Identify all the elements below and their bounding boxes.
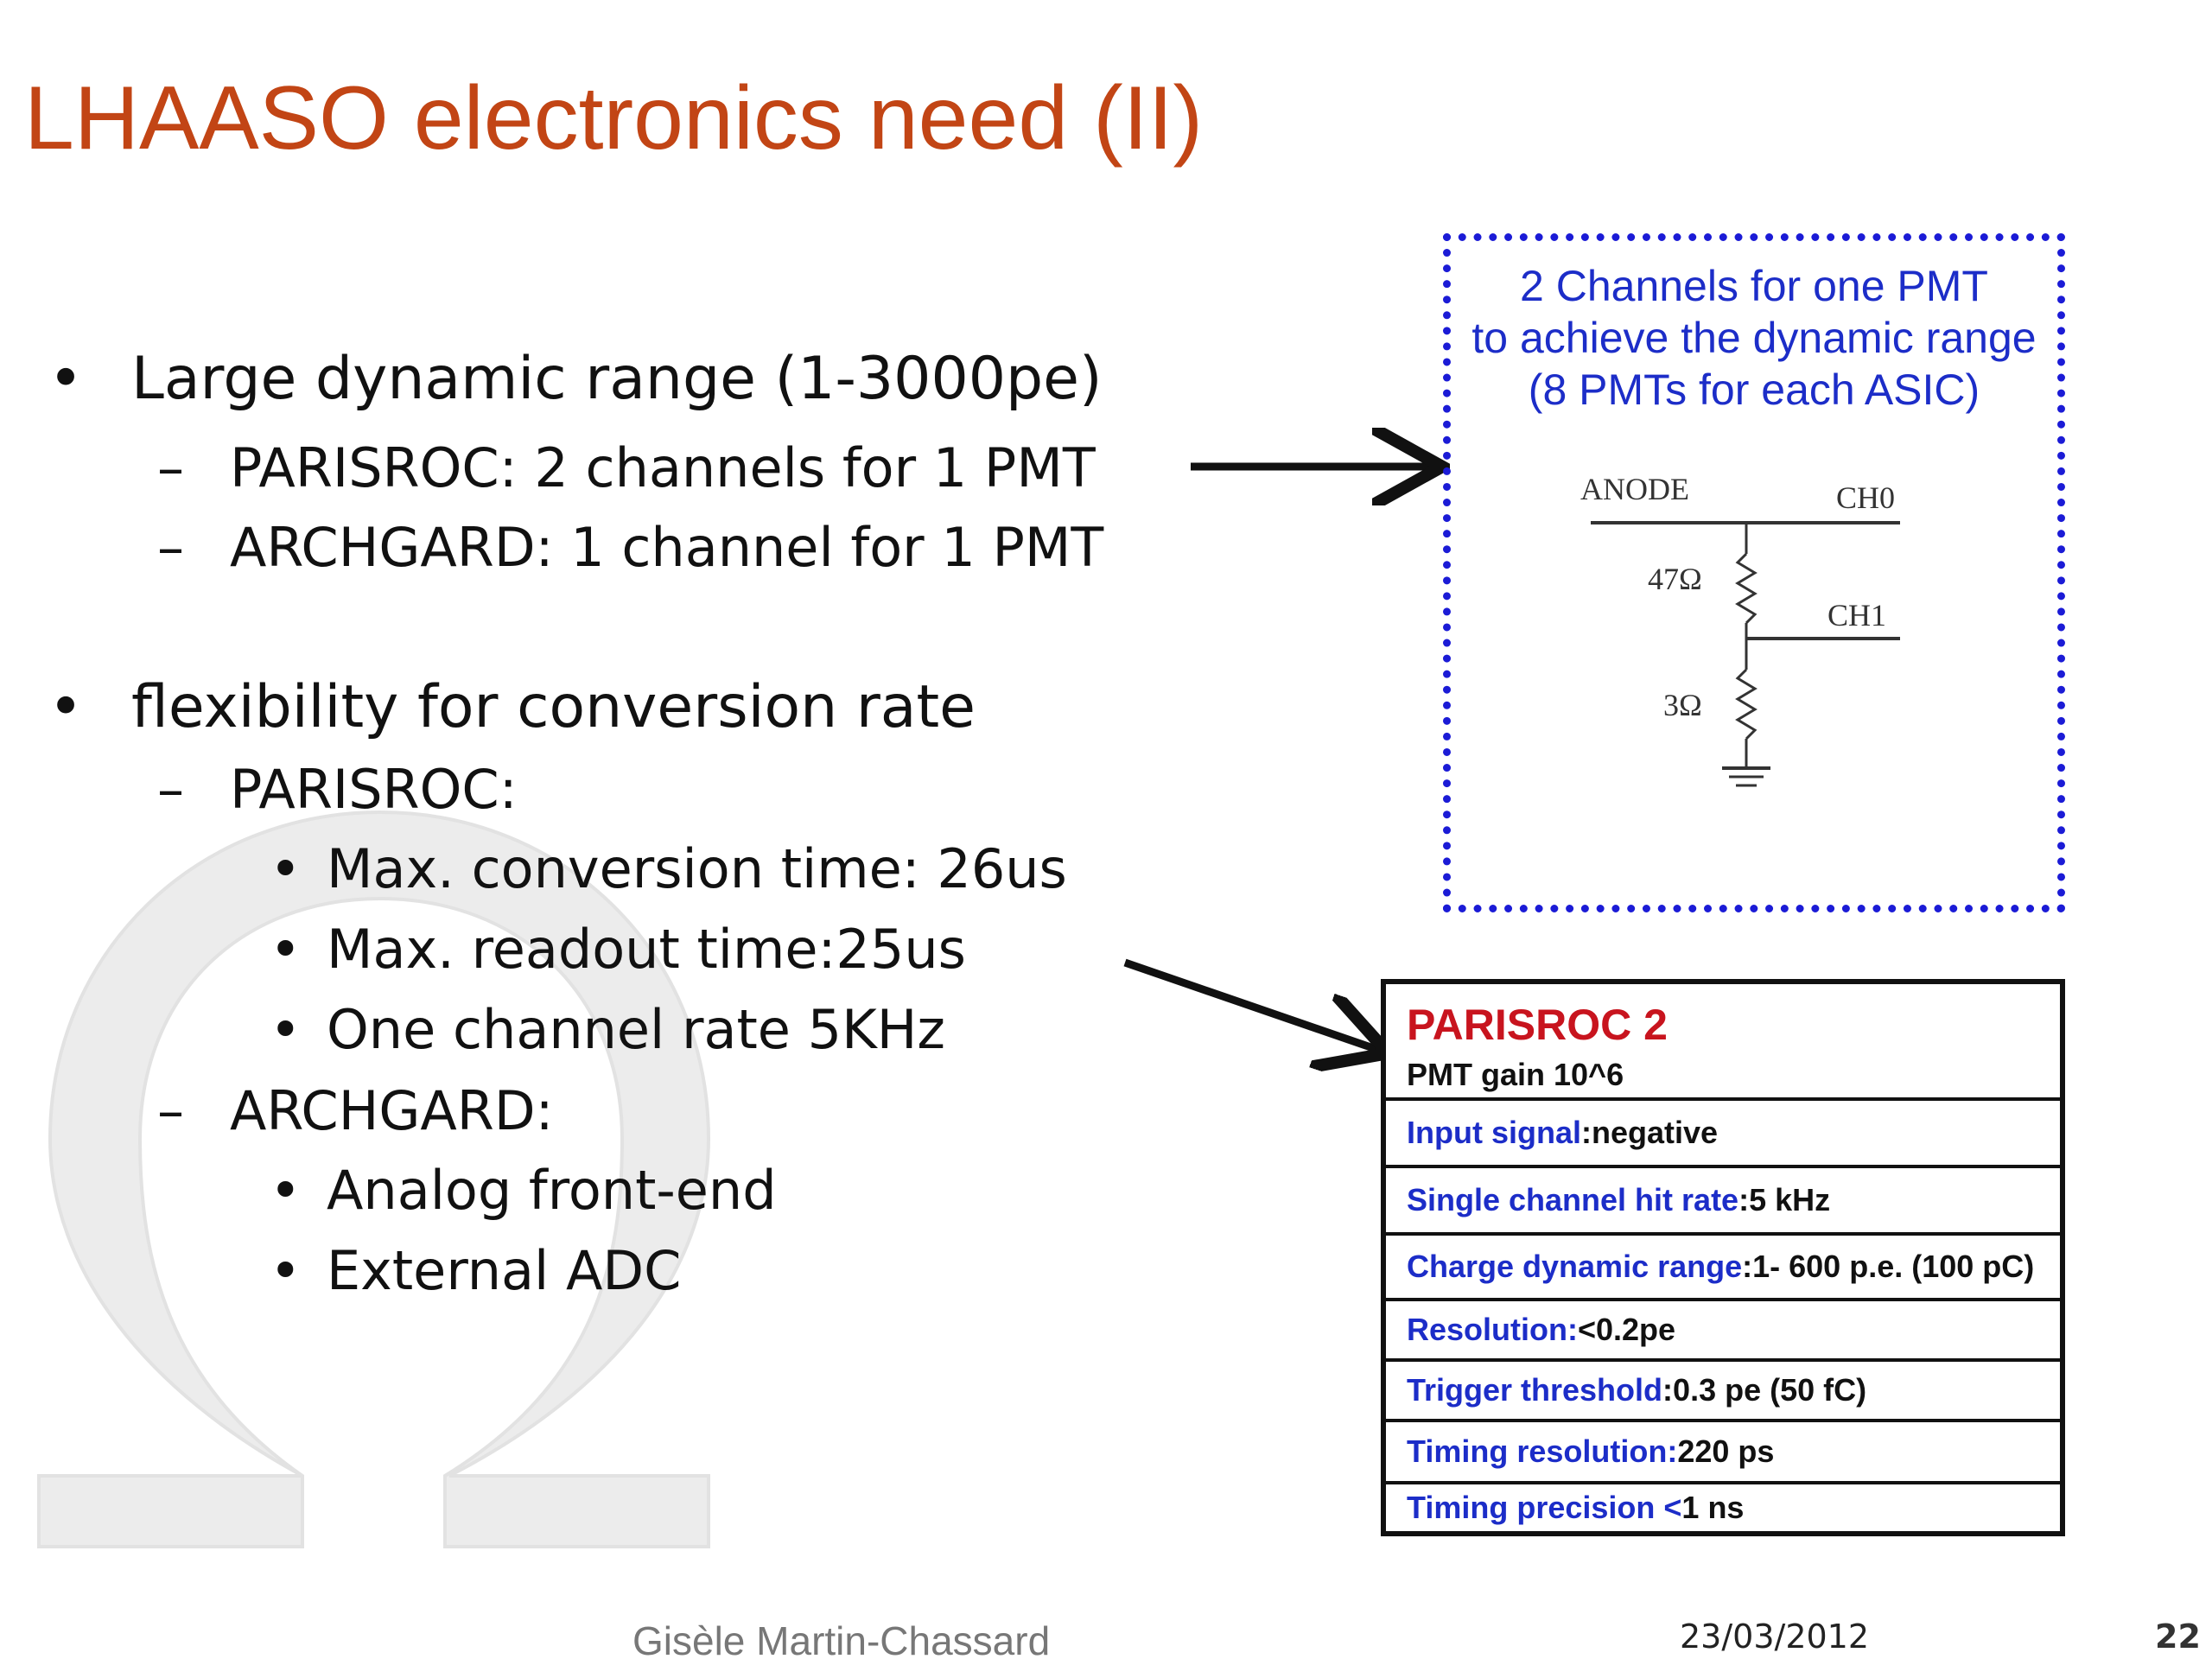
bullet-text: PARISROC: 2 channels for 1 PMT	[230, 436, 1096, 499]
bullet-marker: •	[48, 673, 84, 741]
spec-row: Timing resolution: 220 ps	[1386, 1422, 2060, 1484]
spec-value: negative	[1592, 1115, 1719, 1150]
bullet-marker: •	[270, 918, 302, 981]
spec-table-title: PARISROC 2	[1407, 1001, 1668, 1049]
resistor-3-icon	[1735, 668, 1758, 741]
bullet-text: flexibility for conversion rate	[131, 673, 976, 741]
bullet-marker: –	[157, 758, 184, 821]
pmt-caption-line-1: 2 Channels for one PMT	[1520, 262, 1988, 310]
spec-key: Input signal	[1407, 1115, 1581, 1150]
footer-page-number: 22	[2155, 1618, 2201, 1656]
resistor-3-label: 3Ω	[1663, 688, 1702, 722]
footer-author: Gisèle Martin-Chassard	[632, 1618, 1051, 1659]
bullet-text: Large dynamic range (1-3000pe)	[131, 345, 1103, 413]
bullet-text: External ADC	[327, 1239, 682, 1302]
anode-label: ANODE	[1580, 472, 1689, 506]
bullet-marker: –	[157, 516, 184, 579]
spec-key: Charge dynamic range	[1407, 1249, 1743, 1284]
spec-value: 0.3 pe (50 fC)	[1673, 1372, 1867, 1408]
ch0-label: CH0	[1836, 480, 1896, 515]
bullet-text: PARISROC:	[230, 758, 518, 821]
bullet-text: ARCHGARD:	[230, 1079, 554, 1142]
spec-sep: :	[1738, 1182, 1750, 1217]
pmt-channel-box: 2 Channels for one PMT to achieve the dy…	[1443, 233, 2065, 912]
spec-row: Input signal: negative	[1386, 1101, 2060, 1168]
spec-key: Timing resolution:	[1407, 1433, 1678, 1469]
spec-value: <0.2pe	[1577, 1312, 1676, 1347]
bullet-marker: •	[270, 998, 302, 1061]
ground-icon	[1722, 766, 1770, 787]
spec-key: Single channel hit rate	[1407, 1182, 1739, 1217]
bullet-text: ARCHGARD: 1 channel for 1 PMT	[230, 516, 1104, 579]
spec-table-subtitle: PMT gain 10^6	[1407, 1057, 1624, 1092]
bullet-text: Analog front-end	[327, 1159, 777, 1222]
spec-row: Timing precision < 1 ns	[1386, 1484, 2060, 1531]
spec-row: Resolution: <0.2pe	[1386, 1301, 2060, 1362]
resistor-47-icon	[1735, 552, 1758, 625]
spec-row: Charge dynamic range: 1- 600 p.e. (100 p…	[1386, 1236, 2060, 1301]
spec-row: Single channel hit rate: 5 kHz	[1386, 1168, 2060, 1236]
bullet-marker: –	[157, 436, 184, 499]
bullet-marker: •	[48, 345, 84, 413]
pmt-circuit-diagram	[1591, 521, 1900, 787]
bullet-marker: •	[270, 837, 302, 900]
bullet-text: Max. readout time:25us	[327, 918, 966, 981]
ch1-label: CH1	[1827, 598, 1887, 632]
bullet-marker: •	[270, 1239, 302, 1302]
bullet-text: One channel rate 5KHz	[327, 998, 945, 1061]
bullet-marker: •	[270, 1159, 302, 1222]
spec-key: Trigger threshold	[1407, 1372, 1663, 1408]
spec-sep: :	[1742, 1249, 1753, 1284]
spec-value: 220 ps	[1677, 1433, 1775, 1469]
spec-key: Timing precision <	[1407, 1490, 1682, 1525]
bullet-marker: –	[157, 1079, 184, 1142]
pmt-caption: 2 Channels for one PMT to achieve the dy…	[1451, 260, 2057, 416]
pmt-caption-line-3: (8 PMTs for each ASIC)	[1528, 365, 1980, 414]
spec-value: 5 kHz	[1749, 1182, 1831, 1217]
parisroc-spec-table: PARISROC 2 PMT gain 10^6 Input signal: n…	[1381, 979, 2065, 1536]
spec-row: Trigger threshold: 0.3 pe (50 fC)	[1386, 1362, 2060, 1422]
arrow-to-spec-table	[1123, 958, 1381, 1051]
spec-sep: :	[1662, 1372, 1674, 1408]
pmt-caption-line-2: to achieve the dynamic range	[1471, 314, 2037, 362]
resistor-47-label: 47Ω	[1648, 562, 1702, 596]
bullet-text: Max. conversion time: 26us	[327, 837, 1067, 900]
spec-table-header: PARISROC 2 PMT gain 10^6	[1386, 984, 2060, 1101]
spec-key: Resolution:	[1407, 1312, 1578, 1347]
footer-date: 23/03/2012	[1680, 1618, 1870, 1656]
slide-title: LHAASO electronics need (II)	[24, 68, 1204, 168]
spec-sep: :	[1581, 1115, 1592, 1150]
spec-value: 1- 600 p.e. (100 pC)	[1752, 1249, 2035, 1284]
spec-value: 1 ns	[1681, 1490, 1745, 1525]
